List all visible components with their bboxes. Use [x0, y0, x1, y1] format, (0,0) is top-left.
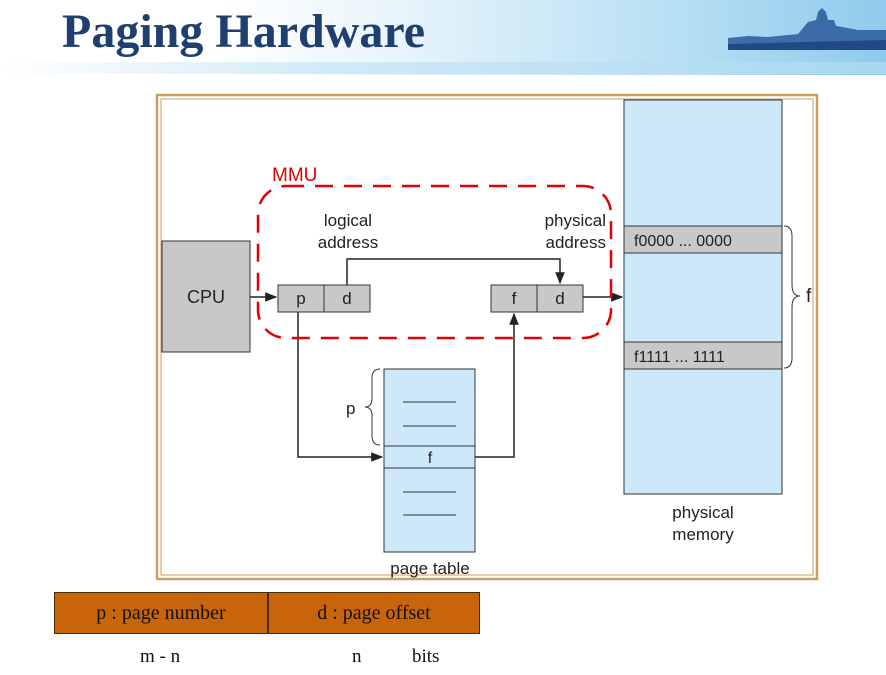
- physical-memory-label-line2: memory: [672, 525, 734, 544]
- page-number-lookup-arrow: [297, 312, 384, 462]
- header-gradient: [0, 62, 886, 74]
- diagram-frame-inner: [160, 98, 814, 576]
- slide-title: Paging Hardware: [62, 5, 426, 58]
- offset-copy-arrow: [346, 258, 565, 285]
- frame-brace-label: f: [806, 286, 812, 307]
- physical-memory-block: [623, 99, 783, 495]
- page-offset-field-label: d : page offset: [317, 601, 431, 624]
- logical-field-p: [277, 284, 325, 313]
- page-number-field: p : page number: [54, 592, 268, 634]
- campus-logo-icon: [728, 8, 886, 50]
- physical-field-f-label: f: [512, 289, 517, 308]
- physical-memory-label-line1: physical: [672, 503, 733, 522]
- memory-frame-start-label: f0000 ... 0000: [634, 233, 732, 250]
- logical-address-label-line2: address: [318, 233, 378, 252]
- memory-frame-end-label: f1111 ... 1111: [634, 349, 725, 366]
- physical-address-label-line1: physical: [545, 211, 606, 230]
- memory-frame-start-row: [623, 225, 783, 254]
- cpu-label: CPU: [187, 287, 225, 307]
- physical-address-label-line2: address: [546, 233, 606, 252]
- memory-frame-end-row: [623, 341, 783, 370]
- page-offset-field: d : page offset: [268, 592, 480, 634]
- frame-number-arrow: [475, 312, 519, 458]
- mmu-label: MMU: [272, 165, 317, 186]
- physical-field-d: [536, 284, 584, 313]
- frame-brace-icon: [783, 225, 801, 369]
- page-table-label: page table: [390, 559, 469, 578]
- physical-field-d-label: d: [555, 289, 564, 308]
- bits-unit: bits: [412, 646, 440, 667]
- mmu-boundary: [256, 184, 613, 340]
- page-index-label: p: [346, 399, 355, 418]
- page-index-brace-icon: [364, 368, 381, 446]
- page-number-field-label: p : page number: [96, 601, 226, 624]
- page-table-entry-label: f: [428, 450, 433, 467]
- logical-field-d-label: d: [342, 289, 351, 308]
- logical-address-label-line1: logical: [324, 211, 372, 230]
- logical-field-p-label: p: [296, 289, 305, 308]
- page-number-bits: m - n: [140, 646, 181, 667]
- page-offset-bits: n: [352, 646, 362, 667]
